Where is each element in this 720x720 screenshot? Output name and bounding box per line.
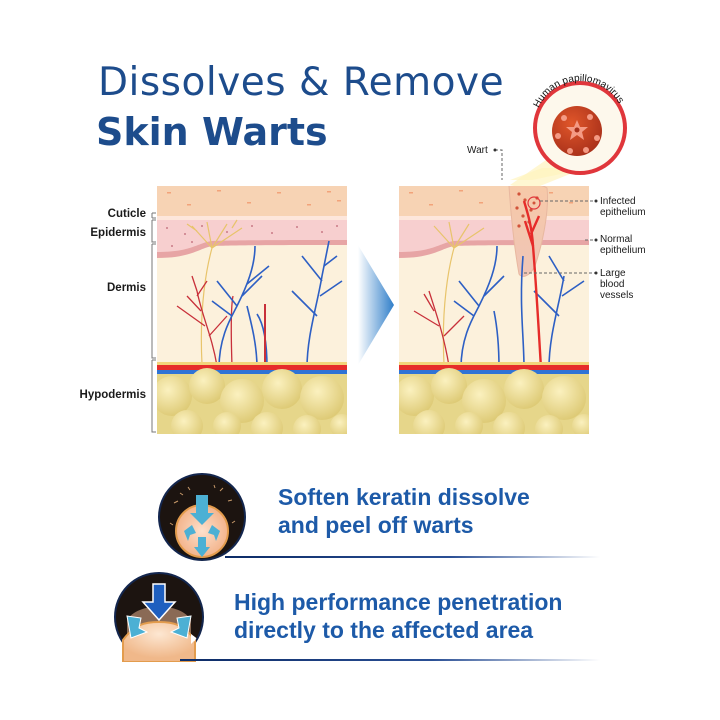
- annotation-vessels-3: vessels: [600, 290, 634, 301]
- annotation-leaders: [493, 148, 598, 275]
- headline-line-1: Dissolves & Remove: [98, 60, 505, 105]
- annotation-normal-1: Normal: [600, 234, 633, 245]
- feature-1-divider: [225, 556, 600, 558]
- keratin-dissolve-icon: [158, 473, 246, 561]
- label-hypodermis: Hypodermis: [79, 389, 146, 401]
- label-epidermis: Epidermis: [90, 227, 146, 239]
- penetration-arrows-icon: [114, 572, 204, 662]
- feature-1-line-2: and peel off warts: [278, 512, 474, 538]
- feature-2-line-1: High performance penetration: [234, 589, 563, 615]
- annotation-normal-2: epithelium: [600, 245, 646, 256]
- annotation-infected-2: epithelium: [600, 207, 646, 218]
- feature-2-line-2: directly to the affected area: [234, 617, 534, 643]
- annotation-wart: Wart: [467, 145, 488, 156]
- annotation-infected-1: Infected: [600, 196, 636, 207]
- layer-bracket: [151, 212, 156, 433]
- transition-arrow-icon: [358, 245, 394, 365]
- virus-callout-graphic: Human papillomavirus: [510, 73, 627, 190]
- skin-diagram-wart: [399, 186, 589, 434]
- skin-diagram-normal: [157, 186, 347, 434]
- annotation-vessels-1: Large: [600, 268, 626, 279]
- annotation-vessels-2: blood: [600, 279, 625, 290]
- label-dermis: Dermis: [107, 282, 146, 294]
- feature-2-divider: [180, 659, 600, 661]
- headline-line-2: Skin Warts: [96, 110, 328, 154]
- feature-1-line-1: Soften keratin dissolve: [278, 484, 530, 510]
- label-cuticle: Cuticle: [107, 208, 146, 220]
